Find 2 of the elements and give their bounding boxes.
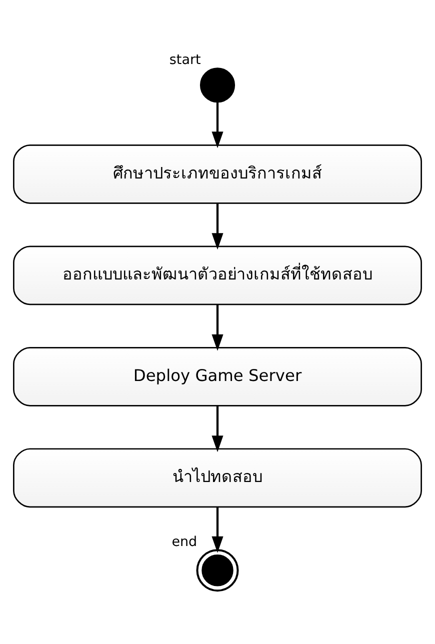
node-label: start bbox=[169, 52, 201, 68]
node-label: end bbox=[172, 534, 198, 550]
